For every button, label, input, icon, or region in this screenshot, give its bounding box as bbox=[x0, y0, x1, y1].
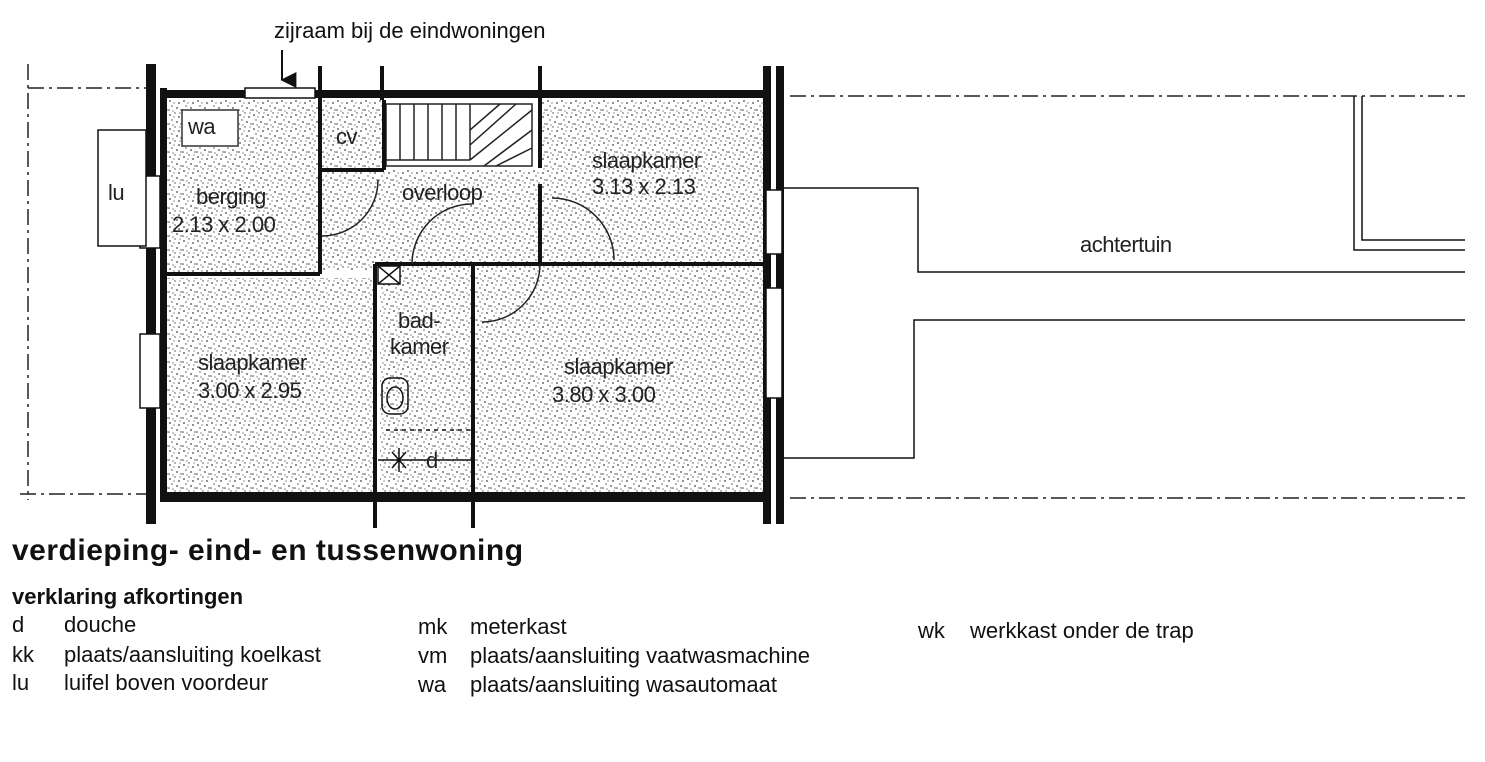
achtertuin-label: achtertuin bbox=[1080, 232, 1172, 257]
legend-text-wk: werkkast onder de trap bbox=[970, 618, 1194, 643]
lu-label: lu bbox=[108, 180, 125, 205]
toilet bbox=[381, 377, 409, 415]
legend-title: verklaring afkortingen bbox=[12, 584, 244, 609]
badkamer-line-2: kamer bbox=[390, 334, 449, 359]
door-swings bbox=[321, 179, 615, 323]
staircase bbox=[385, 103, 533, 167]
shower bbox=[378, 429, 472, 472]
d-label: d bbox=[426, 448, 438, 473]
wa-box bbox=[181, 109, 239, 147]
legend-abbr-mk: mk bbox=[418, 614, 448, 639]
room-fills bbox=[160, 100, 765, 493]
shaft-box bbox=[377, 265, 401, 285]
interior-walls bbox=[160, 66, 765, 528]
windows bbox=[139, 87, 783, 409]
plan-title: verdieping- eind- en tussenwoning bbox=[12, 534, 524, 567]
slaapkamer-lb-name: slaapkamer bbox=[198, 350, 307, 375]
callout-label: zijraam bij de eindwoningen bbox=[274, 18, 546, 43]
cv-label: cv bbox=[336, 124, 358, 149]
slaapkamer-rb-dim: 3.80 x 3.00 bbox=[552, 382, 656, 407]
slaapkamer-lb-dim: 3.00 x 2.95 bbox=[198, 378, 302, 403]
slaapkamer-rb-name: slaapkamer bbox=[564, 354, 673, 379]
legend-text-vm: plaats/aansluiting vaatwasmachine bbox=[470, 643, 810, 668]
legend-abbr-wa: wa bbox=[418, 672, 447, 697]
legend-abbr-wk: wk bbox=[918, 618, 945, 643]
property-lines bbox=[20, 64, 1465, 500]
slaapkamer-rt-dim: 3.13 x 2.13 bbox=[592, 174, 696, 199]
berging-name: berging bbox=[196, 184, 266, 209]
legend-text-d: douche bbox=[64, 612, 137, 637]
legend-text-kk: plaats/aansluiting koelkast bbox=[64, 642, 321, 667]
slaapkamer-rt-name: slaapkamer bbox=[592, 148, 701, 173]
garden-outlines bbox=[784, 96, 1465, 459]
legend-text-mk: meterkast bbox=[470, 614, 567, 639]
lu-canopy bbox=[97, 129, 147, 247]
legend-abbr-lu: lu bbox=[12, 670, 30, 695]
legend-abbr-d: d bbox=[12, 612, 25, 637]
berging-dim: 2.13 x 2.00 bbox=[172, 212, 276, 237]
overloop-label: overloop bbox=[402, 180, 483, 205]
legend-text-lu: luifel boven voordeur bbox=[64, 670, 269, 695]
badkamer-line-1: bad- bbox=[398, 308, 441, 333]
legend-abbr-kk: kk bbox=[12, 642, 34, 667]
legend-text-wa: plaats/aansluiting wasautomaat bbox=[470, 672, 777, 697]
wa-label: wa bbox=[188, 114, 216, 139]
legend-abbr-vm: vm bbox=[418, 643, 448, 668]
